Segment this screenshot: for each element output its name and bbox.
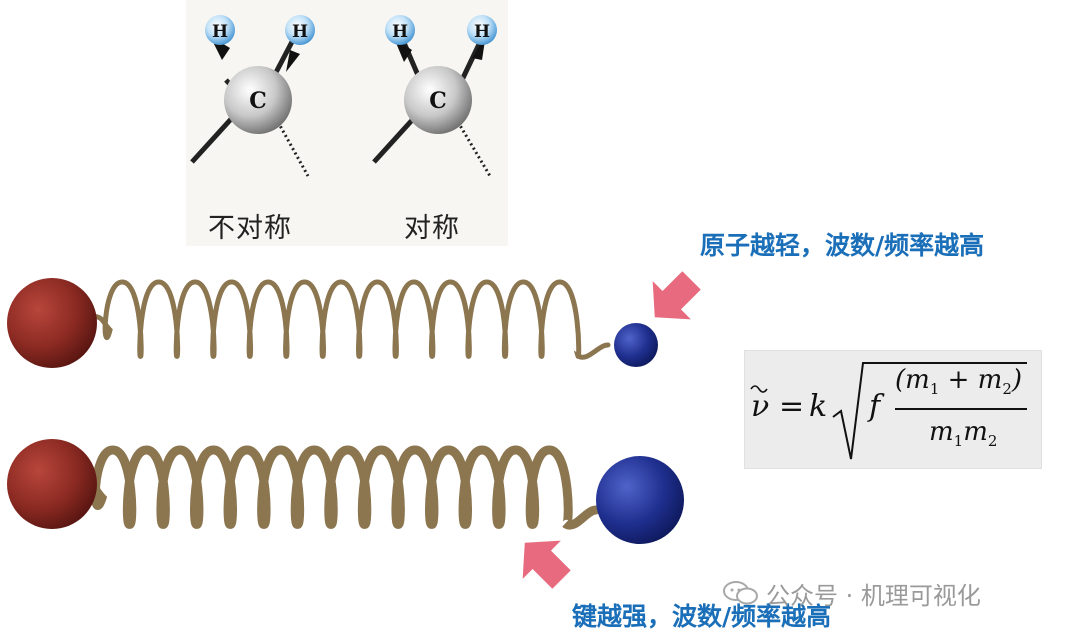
atom-letter-h: H (292, 22, 308, 42)
light-atom (614, 323, 658, 367)
heavy-atom (7, 278, 97, 368)
spring-thin (87, 279, 611, 360)
dashed-bond (456, 121, 492, 177)
hydrogen-atom (285, 15, 315, 45)
spring-thick (77, 445, 601, 530)
carbon-atom (404, 66, 472, 134)
atom-letter-c: C (429, 88, 447, 114)
formula-numerator: (m1 + m2) (895, 365, 1023, 399)
hydrogen-atom (467, 15, 497, 45)
note-stronger-bond: 键越强，波数/频率越高 (572, 602, 832, 631)
carbon-atom (224, 66, 292, 134)
formula-nu: ν (751, 389, 770, 424)
heavy-atom-blue (596, 456, 684, 544)
wechat-icon (723, 581, 758, 605)
hydrogen-atom (205, 15, 235, 45)
watermark: 公众号 · 机理可视化 (722, 576, 981, 611)
label-asymmetric: 不对称 (208, 213, 292, 244)
atom-letter-c: C (249, 88, 267, 114)
formula-box: ν = k f (m1 + m2) m1m2 (744, 350, 1042, 469)
atom-letter-h: H (474, 22, 490, 42)
arrow-icon (286, 50, 300, 72)
bond-h-left (399, 37, 423, 81)
atom-letter-h: H (212, 22, 228, 42)
watermark-text: 公众号 · 机理可视化 (766, 582, 981, 610)
formula-equals: = (779, 389, 805, 424)
dashed-bond (276, 121, 310, 177)
label-symmetric: 对称 (404, 213, 460, 244)
wedge-bond (190, 116, 234, 164)
arrow-icon (652, 271, 701, 320)
arrow-icon (522, 540, 571, 589)
formula-radical (750, 362, 1027, 460)
formula-k: k (809, 389, 828, 424)
formula-f: f (869, 389, 881, 424)
molecule-asymmetric (190, 15, 315, 177)
bond-h-right (459, 36, 485, 82)
hydrogen-atom (385, 15, 415, 45)
wedge-bond (372, 116, 416, 164)
note-lighter-atom: 原子越轻，波数/频率越高 (700, 231, 985, 260)
formula-denominator: m1m2 (929, 417, 998, 451)
heavy-atom (7, 439, 97, 529)
atom-letter-h: H (392, 22, 408, 42)
molecule-symmetric (372, 15, 497, 177)
